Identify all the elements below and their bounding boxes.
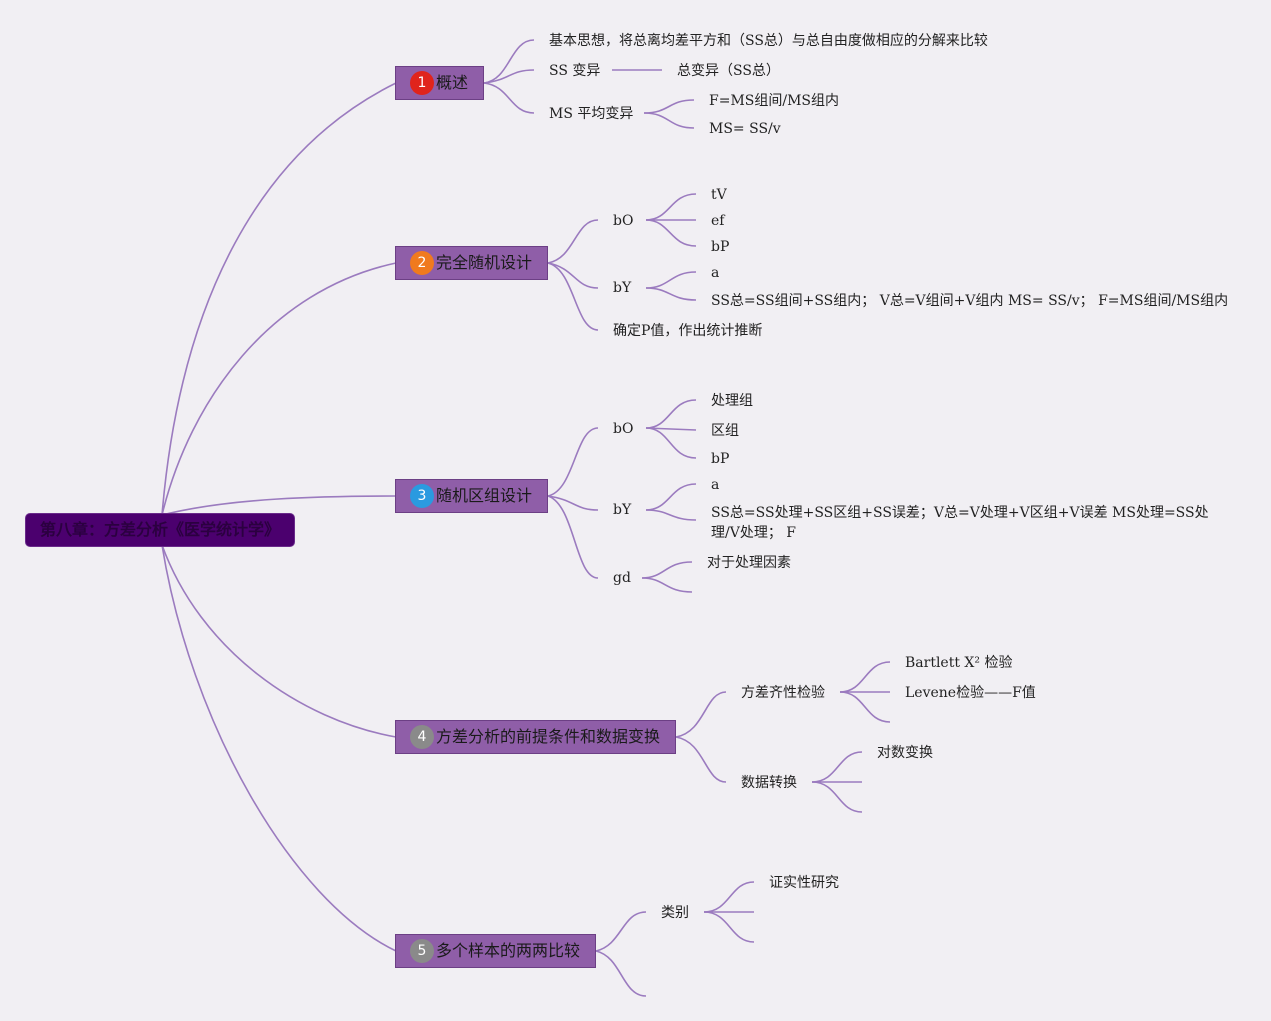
leaf-node[interactable]: tV [711, 187, 727, 203]
category-node[interactable]: 类别 [661, 905, 689, 921]
number-badge: 5 [410, 939, 434, 963]
number-badge: 3 [410, 484, 434, 508]
data-transform-node[interactable]: 数据转换 [741, 775, 797, 791]
leaf-node[interactable]: Bartlett X² 检验 [905, 655, 1013, 671]
bo-node[interactable]: bO [613, 421, 634, 437]
branch-overview[interactable]: 1 概述 [395, 66, 484, 100]
by-node[interactable]: bY [613, 280, 632, 296]
leaf-node[interactable]: bP [711, 239, 730, 255]
branch-label: 方差分析的前提条件和数据变换 [436, 727, 661, 746]
ss-total-node[interactable]: 总变异（SS总） [677, 63, 780, 79]
bo-node[interactable]: bO [613, 213, 634, 229]
ms-variation-node[interactable]: MS 平均变异 [549, 106, 634, 122]
ss-variation-node[interactable]: SS 变异 [549, 63, 601, 79]
branch-label: 概述 [436, 73, 469, 92]
leaf-node[interactable]: 处理组 [711, 393, 753, 409]
leaf-node[interactable]: 区组 [711, 423, 739, 439]
branch-pairwise-comparison[interactable]: 5 多个样本的两两比较 [395, 934, 596, 968]
number-badge: 1 [410, 71, 434, 95]
leaf-node[interactable]: a [711, 477, 720, 493]
homogeneity-test-node[interactable]: 方差齐性检验 [741, 685, 825, 701]
leaf-node[interactable]: Levene检验——F值 [905, 685, 1036, 701]
leaf-node[interactable]: 对数变换 [877, 745, 933, 761]
formula-node[interactable]: SS总=SS组间+SS组内； V总=V组间+V组内 MS= SS/v； F=MS… [711, 293, 1229, 309]
ms-formula-node[interactable]: MS= SS/v [709, 121, 781, 137]
leaf-node[interactable]: a [711, 265, 720, 281]
number-badge: 4 [410, 725, 434, 749]
branch-completely-random-design[interactable]: 2 完全随机设计 [395, 246, 548, 280]
branch-label: 随机区组设计 [436, 486, 533, 505]
f-formula-node[interactable]: F=MS组间/MS组内 [709, 93, 840, 109]
leaf-node[interactable]: bP [711, 451, 730, 467]
basic-idea-node[interactable]: 基本思想，将总离均差平方和（SS总）与总自由度做相应的分解来比较 [549, 33, 988, 49]
root-topic[interactable]: 第八章：方差分析《医学统计学》 [25, 513, 295, 547]
leaf-node[interactable]: 证实性研究 [769, 875, 839, 891]
conclusion-node[interactable]: 确定P值，作出统计推断 [613, 323, 763, 339]
branch-label: 多个样本的两两比较 [436, 941, 581, 960]
formula-node[interactable]: SS总=SS处理+SS区组+SS误差；V总=V处理+V区组+V误差 MS处理=S… [711, 505, 1209, 541]
branch-randomized-block-design[interactable]: 3 随机区组设计 [395, 479, 548, 513]
branch-prerequisites-and-transformation[interactable]: 4 方差分析的前提条件和数据变换 [395, 720, 676, 754]
gd-node[interactable]: gd [613, 570, 631, 586]
number-badge: 2 [410, 251, 434, 275]
leaf-node[interactable]: 对于处理因素 [707, 555, 791, 571]
leaf-node[interactable]: ef [711, 213, 725, 229]
by-node[interactable]: bY [613, 502, 632, 518]
branch-label: 完全随机设计 [436, 253, 533, 272]
